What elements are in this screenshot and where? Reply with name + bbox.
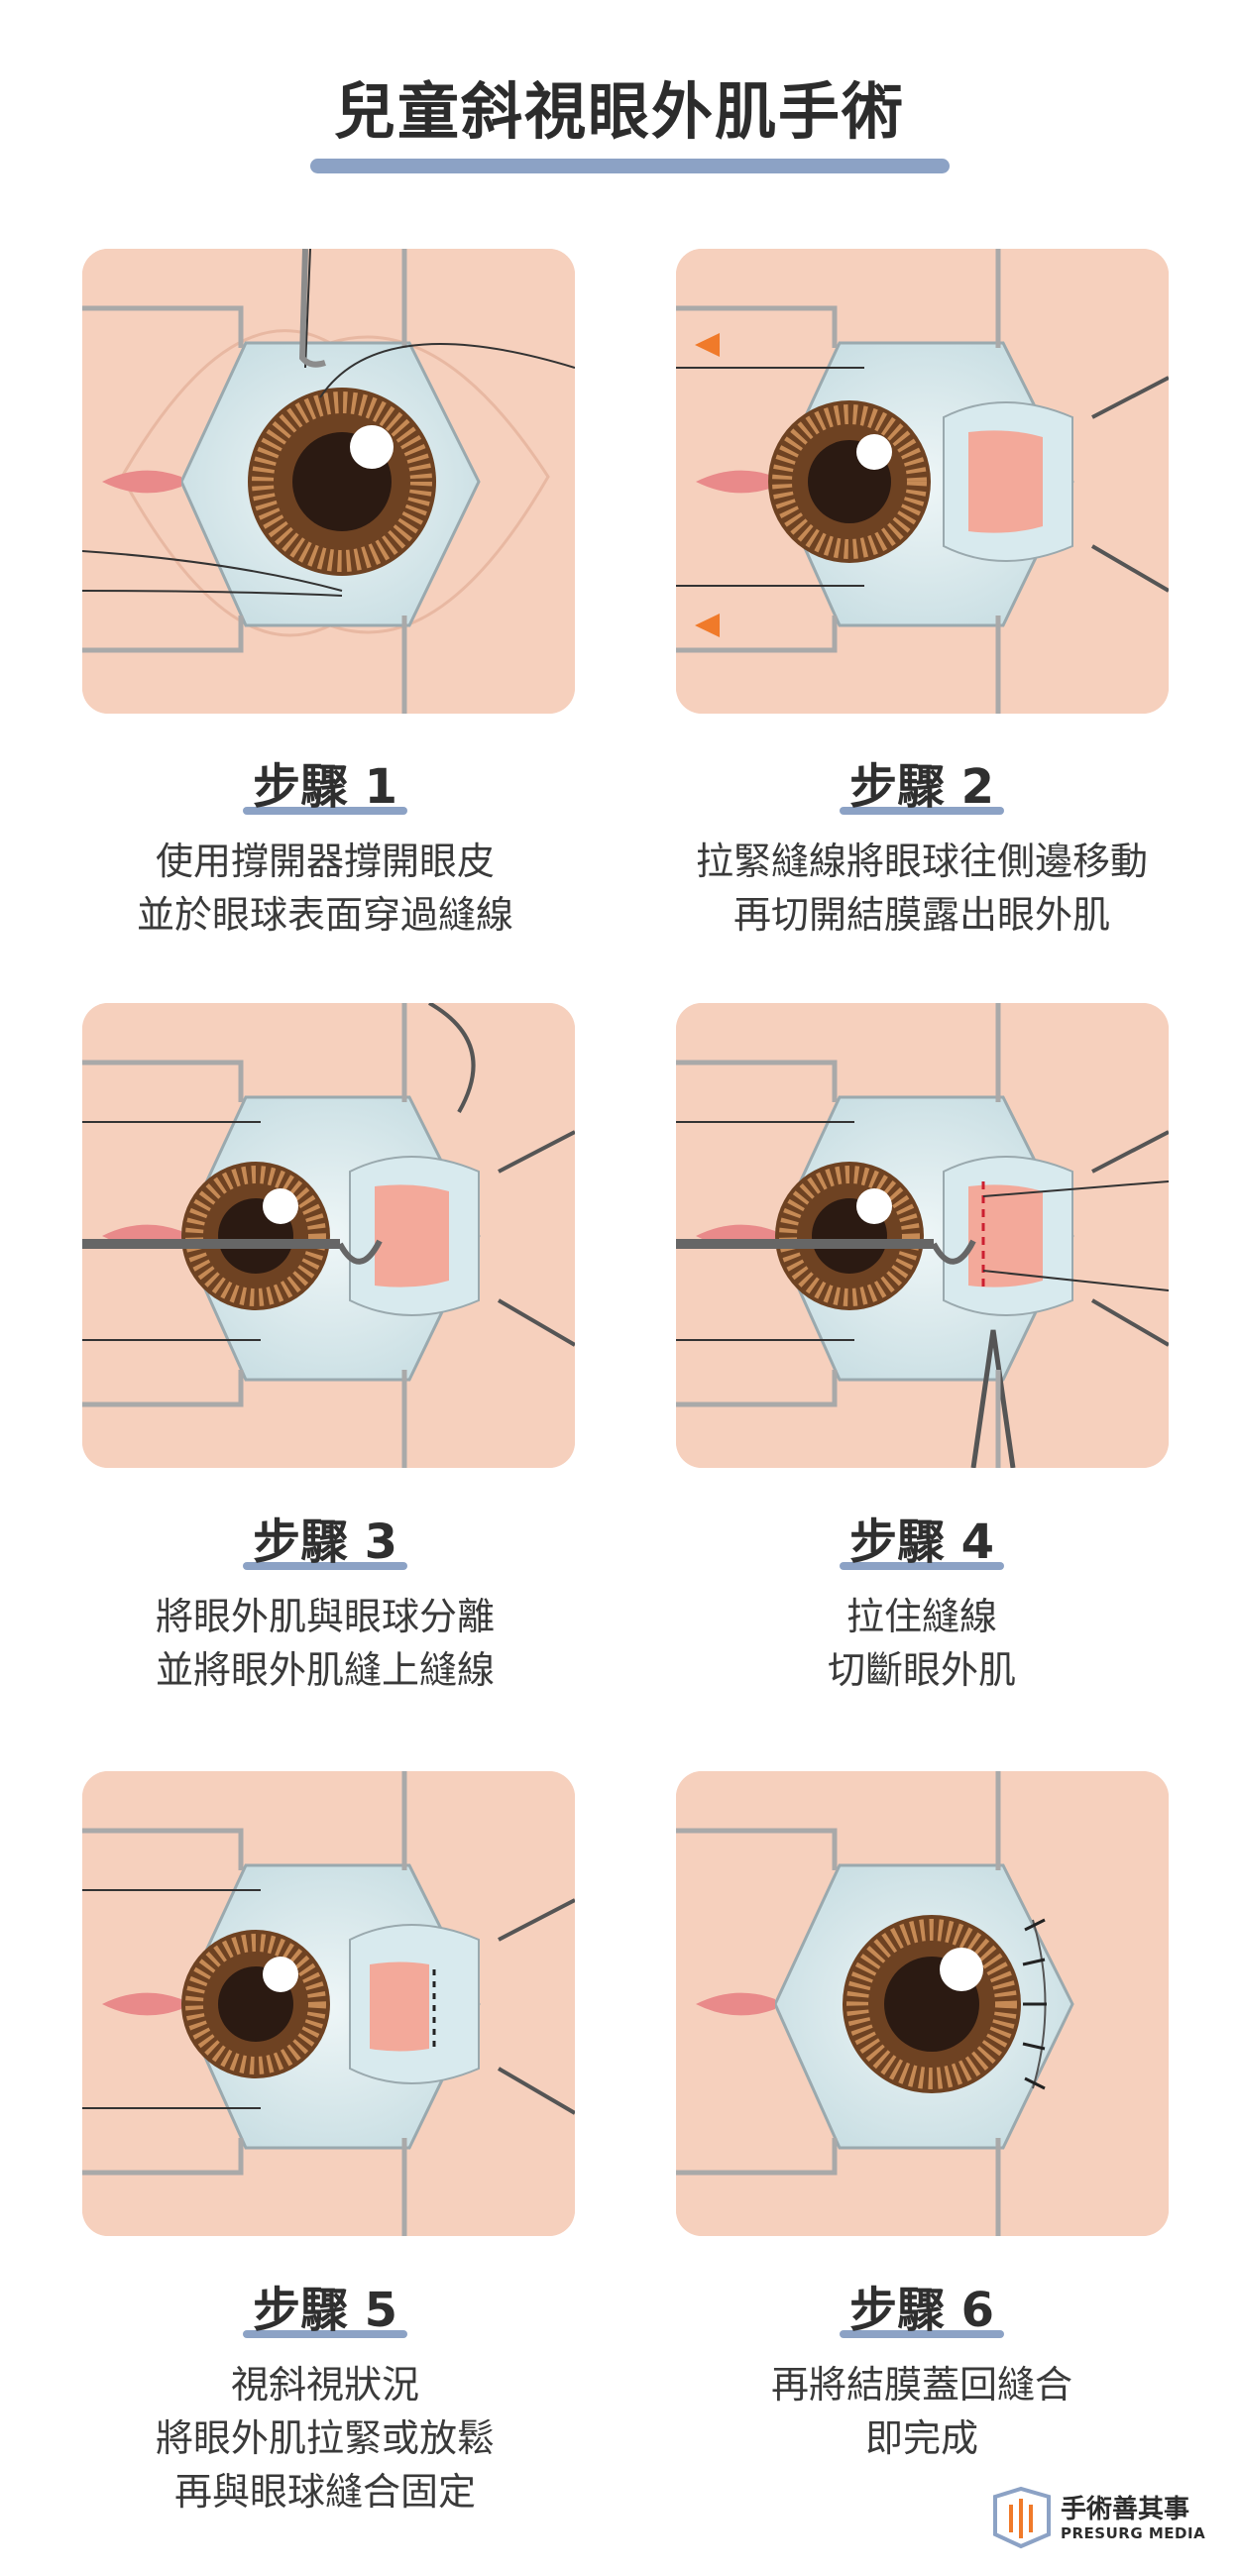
page-title: 兒童斜視眼外肌手術 (333, 75, 905, 148)
title-underline (310, 159, 950, 173)
step-2-illustration (676, 249, 1169, 714)
step-2-line-2: 再切開結膜露出眼外肌 (732, 893, 1110, 937)
step-5-illustration (82, 1771, 575, 2236)
step-6-desc: 再將結膜蓋回縫合 即完成 (674, 2358, 1170, 2465)
step-4-illustration (676, 1003, 1169, 1468)
brand-name-en: PRESURG MEDIA (1061, 2524, 1206, 2542)
step-5-line-3: 再與眼球縫合固定 (173, 2470, 476, 2514)
step-2: 步驟 2 拉緊縫線將眼球往側邊移動 再切開結膜露出眼外肌 (674, 757, 1170, 942)
step-1-label: 步驟 1 (242, 757, 408, 817)
step-6-line-2: 即完成 (864, 2416, 978, 2460)
step-2-line-1: 拉緊縫線將眼球往側邊移動 (695, 840, 1148, 883)
step-5-line-1: 視斜視狀況 (230, 2363, 419, 2407)
step-3: 步驟 3 將眼外肌與眼球分離 並將眼外肌縫上縫線 (77, 1512, 573, 1697)
step-4-line-2: 切斷眼外肌 (827, 1648, 1016, 1692)
step-3-line-2: 並將眼外肌縫上縫線 (155, 1648, 495, 1692)
step-5-line-2: 將眼外肌拉緊或放鬆 (155, 2416, 495, 2460)
step-1-line-2: 並於眼球表面穿過縫線 (136, 893, 513, 937)
step-4: 步驟 4 拉住縫線 切斷眼外肌 (674, 1512, 1170, 1697)
step-6-line-1: 再將結膜蓋回縫合 (770, 2363, 1072, 2407)
step-4-line-1: 拉住縫線 (845, 1595, 997, 1638)
step-6-label: 步驟 6 (839, 2281, 1005, 2340)
step-4-desc: 拉住縫線 切斷眼外肌 (674, 1590, 1170, 1697)
step-6: 步驟 6 再將結膜蓋回縫合 即完成 (674, 2281, 1170, 2465)
step-3-line-1: 將眼外肌與眼球分離 (155, 1595, 495, 1638)
step-2-desc: 拉緊縫線將眼球往側邊移動 再切開結膜露出眼外肌 (674, 835, 1170, 942)
step-1-line-1: 使用撐開器撐開眼皮 (155, 840, 495, 883)
brand-name-cn: 手術善其事 (1061, 2495, 1190, 2524)
step-6-illustration (676, 1771, 1169, 2236)
step-2-label: 步驟 2 (839, 757, 1005, 817)
step-5: 步驟 5 視斜視狀況 將眼外肌拉緊或放鬆 再與眼球縫合固定 (77, 2281, 573, 2519)
step-3-illustration (82, 1003, 575, 1468)
brand-logo-icon (993, 2486, 1051, 2549)
step-3-label: 步驟 3 (242, 1512, 408, 1572)
step-1: 步驟 1 使用撐開器撐開眼皮 並於眼球表面穿過縫線 (77, 757, 573, 942)
step-4-label: 步驟 4 (839, 1512, 1005, 1572)
step-5-label: 步驟 5 (242, 2281, 408, 2340)
step-1-desc: 使用撐開器撐開眼皮 並於眼球表面穿過縫線 (77, 835, 573, 942)
step-5-desc: 視斜視狀況 將眼外肌拉緊或放鬆 再與眼球縫合固定 (77, 2358, 573, 2519)
brand-logo-block: 手術善其事 PRESURG MEDIA (991, 2485, 1229, 2554)
step-3-desc: 將眼外肌與眼球分離 並將眼外肌縫上縫線 (77, 1590, 573, 1697)
step-1-illustration (82, 249, 575, 714)
